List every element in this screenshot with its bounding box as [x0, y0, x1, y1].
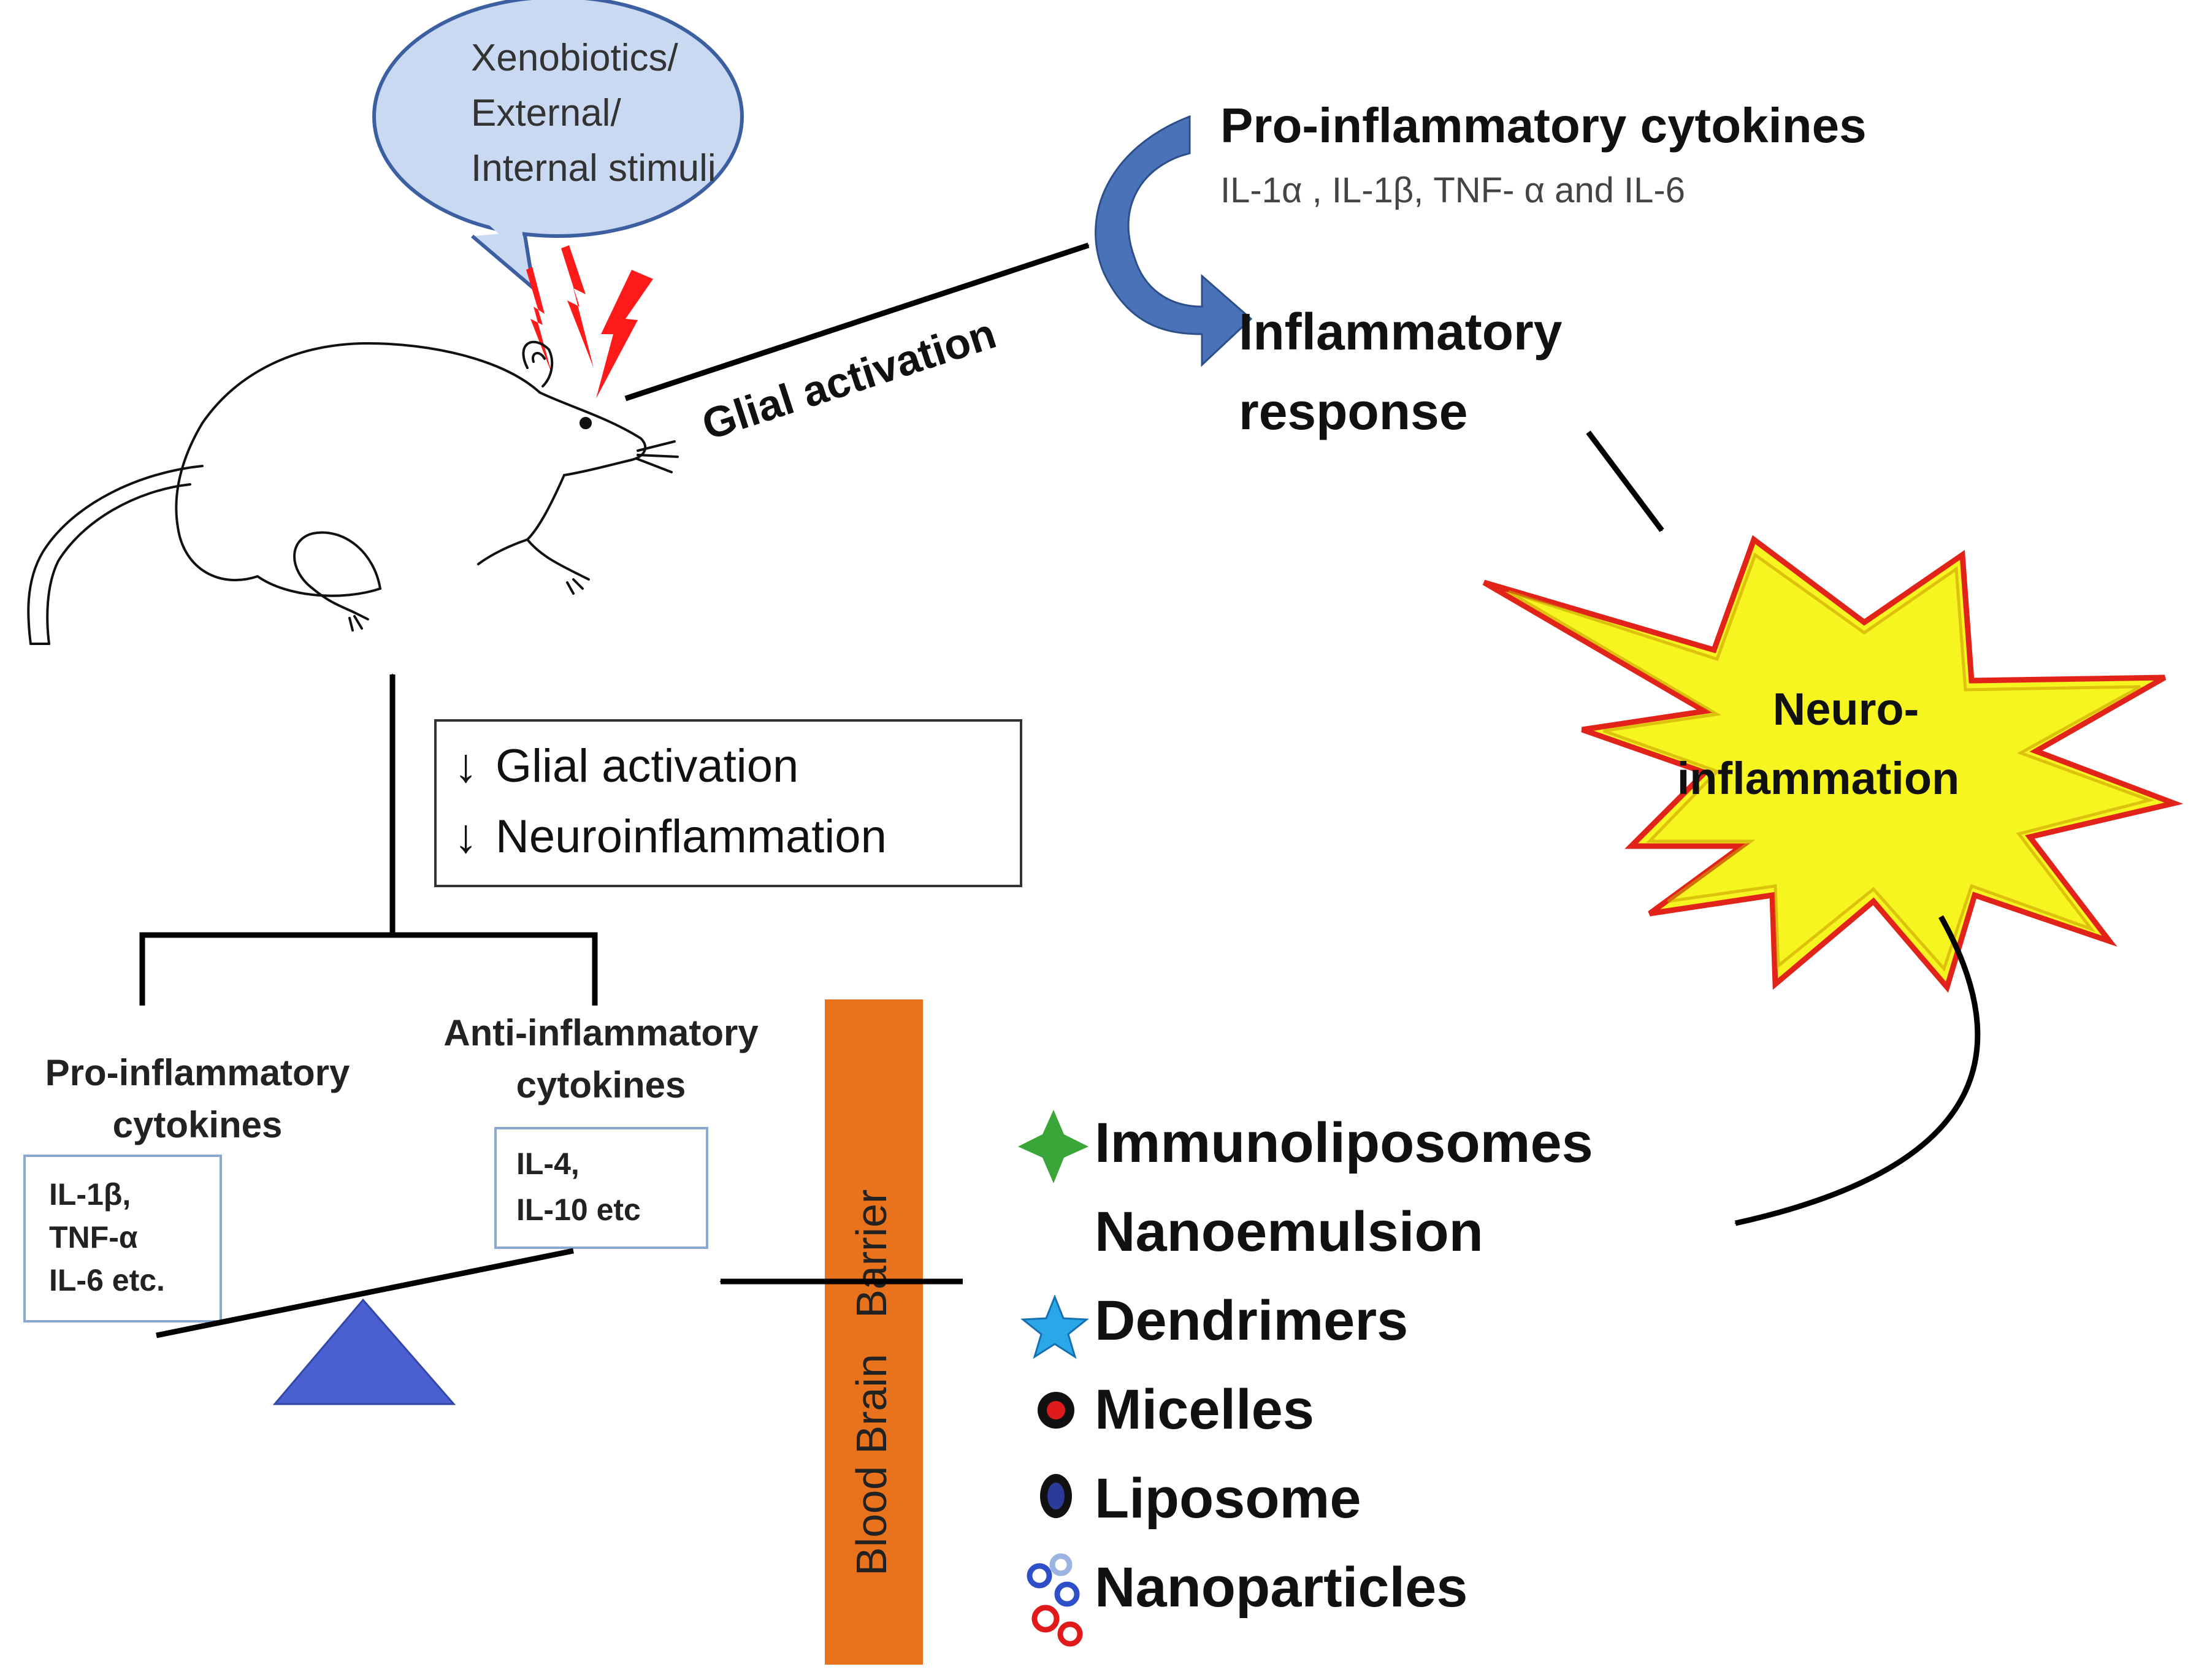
fulcrum-icon	[272, 1298, 456, 1405]
stimulus-bubble: Xenobiotics/ External/ Internal stimuli	[372, 0, 744, 293]
pro-cytokines-title: Pro-inflammatory cytokines	[1220, 98, 1867, 153]
red-micelle-icon	[1038, 1392, 1074, 1429]
pro-cytokines-list: IL-1α , IL-1β, TNF- α and IL-6	[1220, 170, 1685, 210]
nanocarrier-label-5: Liposome	[1095, 1467, 1361, 1530]
pro-cytokines-label-1: Pro-inflammatory	[45, 1052, 350, 1093]
nanoparticle-rings-icon	[1027, 1553, 1083, 1647]
anti-cytokines-label-1: Anti-inflammatory	[443, 1012, 759, 1053]
bbb-label: Blood Brain Barrier	[847, 1189, 895, 1576]
anti-box-line-1: IL-4,	[516, 1147, 580, 1181]
down-arrow-icon: ↓	[454, 738, 478, 792]
rat-icon	[27, 340, 679, 645]
glial-activation-label: Glial activation	[697, 309, 1002, 449]
blue-star-icon	[1020, 1294, 1090, 1359]
down-arrow-icon: ↓	[454, 809, 478, 863]
anti-cytokines-box: IL-4, IL-10 etc	[494, 1127, 708, 1249]
bubble-line-2: External/	[471, 92, 621, 134]
pro-box-line-3: IL-6 etc.	[49, 1263, 165, 1297]
neuroinflammation-line-1: Neuro-	[1773, 684, 1919, 735]
effects-box: ↓ Glial activation ↓ Neuroinflammation	[434, 719, 1022, 887]
pro-box-line-2: TNF-α	[49, 1220, 138, 1254]
pro-cytokines-label-2: cytokines	[113, 1104, 283, 1145]
effect-line-2: Neuroinflammation	[495, 811, 887, 863]
nanocarrier-label-4: Micelles	[1095, 1378, 1314, 1441]
inflammatory-response-line-2: response	[1239, 383, 1468, 440]
curved-arrow-icon	[1095, 115, 1253, 367]
neuroinflammation-starburst: Neuro- inflammation	[1482, 535, 2184, 993]
nanocarrier-list: Immunoliposomes Nanoemulsion Dendrimers …	[1018, 1110, 1593, 1647]
navy-liposome-icon	[1040, 1474, 1072, 1518]
lightning-icon	[526, 245, 653, 399]
balance-bracket	[139, 674, 598, 1006]
nanocarrier-label-2: Nanoemulsion	[1095, 1201, 1483, 1263]
bubble-line-1: Xenobiotics/	[471, 37, 679, 79]
glial-activation-arrow	[624, 242, 1088, 402]
inflammatory-response-line-1: Inflammatory	[1239, 303, 1563, 361]
nanocarrier-label-3: Dendrimers	[1095, 1289, 1408, 1352]
anti-box-line-2: IL-10 etc	[516, 1193, 641, 1227]
neuroinflammation-line-2: inflammation	[1677, 753, 1959, 804]
response-to-neuroinflammation-arrow	[1586, 430, 1664, 532]
pro-box-line-1: IL-1β,	[49, 1177, 131, 1212]
green-cross-icon	[1018, 1110, 1088, 1183]
balance-beam	[156, 1248, 574, 1338]
nanocarrier-label-6: Nanoparticles	[1095, 1556, 1467, 1619]
pro-cytokines-box: IL-1β, TNF-α IL-6 etc.	[23, 1155, 222, 1323]
nanocarrier-label-1: Immunoliposomes	[1095, 1112, 1593, 1174]
effect-line-1: Glial activation	[495, 740, 798, 792]
neuroinflammation-to-nanocarriers-arrow	[1735, 915, 1981, 1226]
blood-brain-barrier: Blood Brain Barrier	[825, 999, 923, 1665]
anti-cytokines-label-2: cytokines	[516, 1064, 686, 1105]
bubble-line-3: Internal stimuli	[471, 147, 716, 189]
